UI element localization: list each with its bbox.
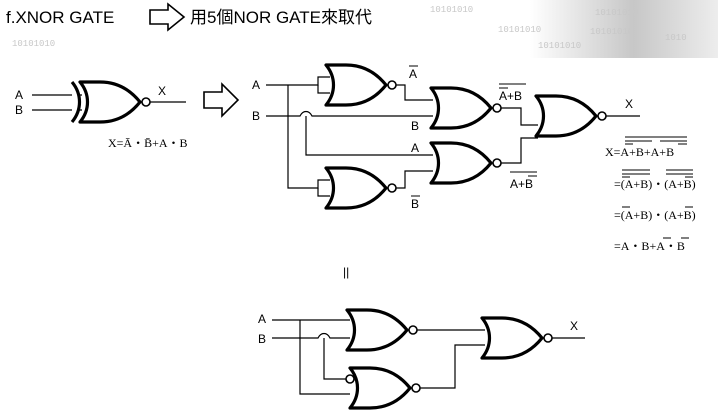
reduced-nor-gate-final	[480, 316, 544, 360]
nor-input-b-label: B	[252, 109, 260, 123]
reduced-wire-b	[272, 332, 350, 339]
xnor-input-b-label: B	[15, 103, 23, 117]
derivation-line-3: =(A+B)・(A+B)	[614, 208, 696, 222]
reduced-nor-top-bubble	[408, 325, 418, 335]
reduced-wire-bottom-to-final	[420, 344, 485, 389]
nor-output-label: X	[625, 97, 633, 111]
nor-gate-3	[429, 86, 493, 130]
label-b-mid: B	[411, 119, 419, 133]
reduced-nor-bottom-bubble	[411, 383, 421, 393]
title-suffix: 用5個NOR GATE來取代	[190, 8, 372, 27]
wire-a-down-b	[317, 188, 330, 197]
background-code: 10101010	[430, 5, 473, 15]
background-code: 10101010	[538, 41, 581, 51]
wire-gate1-to-gate3	[396, 84, 433, 101]
nor-gate-2-bubble	[387, 183, 397, 193]
label-top-output: A+B	[499, 89, 522, 103]
title-row: f.XNOR GATE 用5個NOR GATE來取代	[6, 2, 372, 32]
background-texture: 10101010 10101010 10101010 10101010 1010…	[12, 0, 718, 58]
reduced-inverted-input-bubble	[345, 374, 355, 384]
xnor-input-a-label: A	[15, 88, 23, 102]
wire-b-to-gate3	[266, 110, 433, 117]
right-arrow-icon	[203, 82, 240, 118]
label-not-b: B	[411, 197, 419, 211]
xnor-output-label: X	[158, 84, 166, 98]
nor-gate-3-bubble	[492, 103, 502, 113]
background-fade	[530, 0, 718, 58]
reduced-wire-b-down	[323, 338, 346, 380]
nor-gate-1-bubble	[387, 80, 397, 90]
background-code: 10101010	[498, 25, 541, 35]
nor-gate-5-bubble	[597, 111, 607, 121]
equivalence-symbol: ||	[343, 265, 349, 279]
label-a-mid: A	[411, 141, 419, 155]
wire-b-down	[305, 116, 433, 156]
nor-input-a-label: A	[252, 78, 260, 92]
wire-gate2-to-gate4	[396, 170, 433, 189]
nor-gate-5	[534, 94, 598, 138]
label-not-a: A	[409, 67, 417, 81]
reduced-nor-gate-bottom	[348, 366, 412, 410]
reduced-input-a-label: A	[258, 312, 266, 326]
reduced-output-label: X	[570, 319, 578, 333]
wire-a-down	[287, 85, 330, 189]
nor-gate-4	[429, 141, 493, 185]
reduced-nor-gate-top	[345, 308, 409, 352]
xnor-equation: X=Ā・B̄+A・B	[108, 136, 188, 150]
right-arrow-icon	[149, 2, 186, 32]
reduced-circuit: A B X	[258, 308, 585, 410]
derivation-line-2: =(A+B)・(A+B)	[614, 177, 696, 191]
wire-a-to-gate1-b	[317, 85, 330, 94]
five-nor-circuit: A B A B B A A+B A+B	[252, 63, 640, 211]
nor-gate-1	[324, 63, 388, 107]
reduced-input-b-label: B	[258, 332, 266, 346]
background-code: 10101010	[590, 27, 633, 37]
xnor-output-bubble	[141, 97, 151, 107]
derivation-line-4: =A・B+A・B	[614, 239, 685, 253]
derivation-block: X=A+B+A+B =(A+B)・(A+B) =(A+B)・(A+B) =A・B…	[605, 136, 696, 253]
wire-gate3-to-gate5	[501, 107, 538, 126]
nor-gate-2	[324, 166, 388, 210]
xnor-gate-block: A B X X=Ā・B̄+A・B	[15, 80, 188, 150]
wire-gate4-to-gate5	[501, 137, 538, 164]
reduced-wire-a-down	[299, 320, 350, 395]
label-bottom-output: A+B	[510, 177, 533, 191]
background-code: 10101010	[595, 8, 638, 18]
background-code: 10101010	[12, 39, 55, 49]
title-prefix: f.XNOR GATE	[6, 8, 114, 27]
xnor-extra-curve	[70, 80, 82, 124]
reduced-nor-final-bubble	[543, 333, 553, 343]
wire-a-to-gate1	[266, 76, 330, 86]
background-code: 1010	[665, 33, 687, 43]
derivation-line-1: X=A+B+A+B	[605, 145, 674, 159]
xnor-gate-body	[78, 80, 142, 124]
nor-gate-4-bubble	[492, 158, 502, 168]
